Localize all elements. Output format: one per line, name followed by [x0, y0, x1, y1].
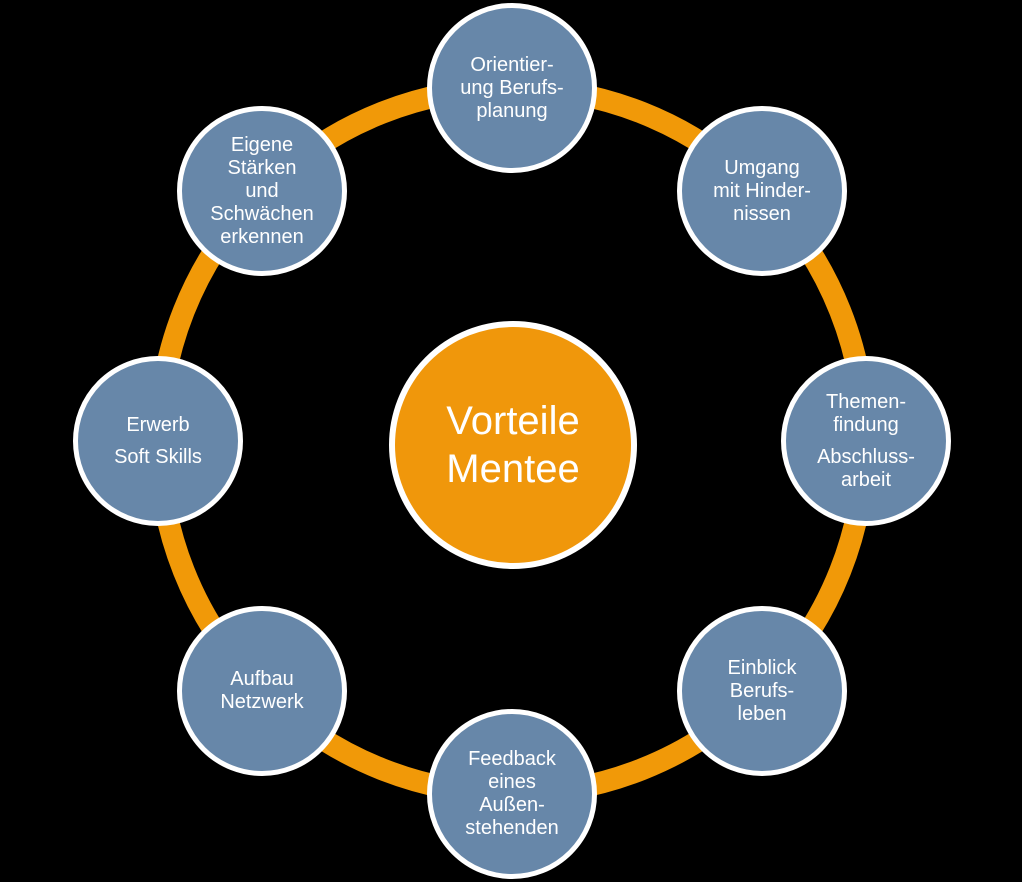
- center-label: Vorteile Mentee: [446, 399, 580, 491]
- node-orientierung-berufsplanung: Orientier- ung Berufs- planung: [427, 3, 597, 173]
- node-label-paragraph: Soft Skills: [114, 445, 202, 468]
- node-label: Einblick Berufs- leben: [727, 656, 797, 725]
- node-themenfindung-abschlussarbeit: Themen- findung Abschluss- arbeit: [781, 356, 951, 526]
- node-label: Feedback eines Außen- stehenden: [465, 748, 559, 839]
- node-feedback-aussenstehenden: Feedback eines Außen- stehenden: [427, 709, 597, 879]
- node-erwerb-soft-skills: Erwerb Soft Skills: [73, 356, 243, 526]
- center-circle-vorteile-mentee: Vorteile Mentee: [389, 321, 637, 569]
- node-label-paragraph: Abschluss- arbeit: [817, 445, 915, 491]
- node-label-paragraph: Erwerb: [126, 413, 190, 436]
- node-label: Aufbau Netzwerk: [220, 668, 304, 713]
- node-label: Orientier- ung Berufs- planung: [460, 53, 564, 122]
- node-einblick-berufsleben: Einblick Berufs- leben: [677, 606, 847, 776]
- node-umgang-mit-hindernissen: Umgang mit Hinder- nissen: [677, 106, 847, 276]
- node-eigene-staerken-schwaechen-erkennen: Eigene Stärken und Schwächen erkennen: [177, 106, 347, 276]
- node-aufbau-netzwerk: Aufbau Netzwerk: [177, 606, 347, 776]
- node-label: Umgang mit Hinder- nissen: [713, 156, 811, 225]
- node-label: Eigene Stärken und Schwächen erkennen: [210, 133, 314, 248]
- node-label-paragraph: Themen- findung: [825, 390, 907, 436]
